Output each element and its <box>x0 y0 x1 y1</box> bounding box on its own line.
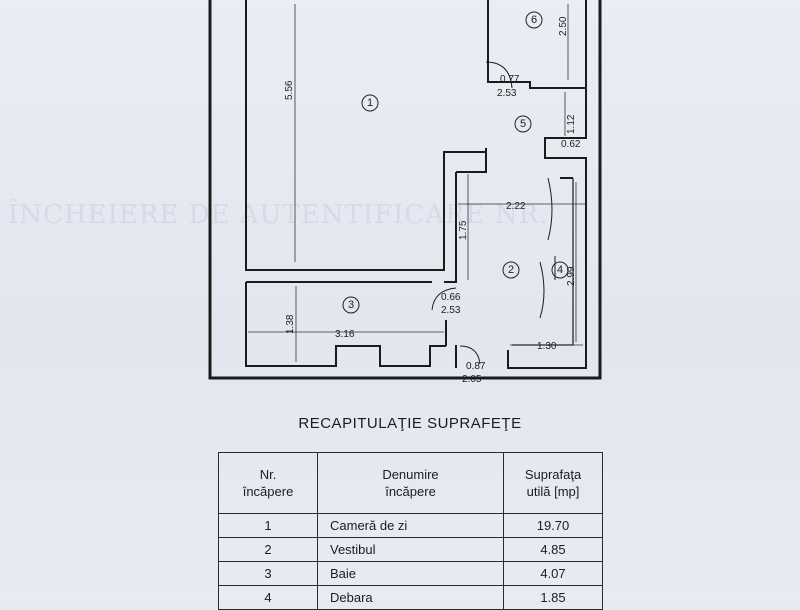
cell-nr: 3 <box>218 561 318 586</box>
header-area-line2: utilă [mp] <box>526 484 580 499</box>
faded-background-heading: ÎNCHEIERE DE AUTENTIFICARE NR. <box>8 200 549 230</box>
corridor-wall <box>444 172 457 283</box>
header-area: Suprafaţa utilă [mp] <box>503 452 603 514</box>
dim-label-entrance-height: 2.05 <box>462 374 482 385</box>
room4-outline <box>507 172 587 369</box>
room-circle-4 <box>551 261 569 279</box>
cell-name: Baie <box>317 561 504 586</box>
door-swing-entrance <box>459 345 481 365</box>
cell-nr: 1 <box>218 513 318 538</box>
corridor-wall-top <box>456 148 487 173</box>
room-number-1: 1 <box>367 97 373 109</box>
room5-right <box>544 88 587 172</box>
dim-label-room5-width: 0.62 <box>561 139 581 150</box>
table-header-row: Nr. încăpere Denumire încăpere Suprafaţa… <box>218 452 603 514</box>
dim-label-door5-width: 0.77 <box>500 74 520 85</box>
cell-name: Vestibul <box>317 537 504 562</box>
debara-door-arc <box>547 177 553 241</box>
outer-wall <box>208 0 602 380</box>
surface-recap-table: Nr. încăpere Denumire încăpere Suprafaţa… <box>218 452 603 610</box>
dim-label-room3-height: 1.38 <box>285 314 296 334</box>
floor-plan: 1 2 3 4 5 6 5.56 2.50 0.77 2.53 1.12 0.6… <box>208 0 602 385</box>
dim-label-room5-height: 1.12 <box>566 114 577 134</box>
table-row: 4 Debara 1.85 <box>218 585 603 610</box>
cell-name: Debara <box>317 585 504 610</box>
room6-wall <box>487 0 587 89</box>
table-row: 1 Cameră de zi 19.70 <box>218 513 603 538</box>
cell-area: 4.07 <box>503 561 603 586</box>
dim-label-room1-height: 5.56 <box>284 80 295 100</box>
dim-label-room3-width: 3.16 <box>335 329 355 340</box>
room-number-4: 4 <box>557 264 563 276</box>
room-circle-1 <box>361 94 379 112</box>
header-nr-line1: Nr. <box>259 467 277 482</box>
cell-area: 1.85 <box>503 585 603 610</box>
header-nr-line2: încăpere <box>242 484 294 499</box>
table-row: 2 Vestibul 4.85 <box>218 537 603 562</box>
dim-label-room4-width: 1.30 <box>537 341 557 352</box>
door-swing-3 <box>431 287 457 311</box>
room-number-3: 3 <box>348 299 354 311</box>
room-circle-6 <box>525 11 543 29</box>
header-name-line1: Denumire <box>382 467 439 482</box>
cell-name: Cameră de zi <box>317 513 504 538</box>
header-name-line2: încăpere <box>385 484 436 499</box>
room-number-6: 6 <box>531 14 537 26</box>
dim-label-entrance-width: 0.87 <box>466 361 486 372</box>
room3-wall <box>245 282 446 367</box>
cell-nr: 4 <box>218 585 318 610</box>
dim-label-room6-height: 2.50 <box>558 16 569 36</box>
debara-door-arc-2 <box>539 261 545 319</box>
dim-label-room2-height: 1.75 <box>458 220 469 240</box>
room-circle-5 <box>514 115 532 133</box>
table-row: 3 Baie 4.07 <box>218 561 603 586</box>
room-circle-3 <box>342 296 360 314</box>
door-swing-5 <box>485 61 513 89</box>
header-name: Denumire încăpere <box>317 452 504 514</box>
dim-label-door3-height: 2.53 <box>441 305 461 316</box>
cell-area: 19.70 <box>503 513 603 538</box>
room1-wall <box>245 0 486 271</box>
cell-area: 4.85 <box>503 537 603 562</box>
cell-nr: 2 <box>218 537 318 562</box>
dim-label-room4-height: 2.99 <box>566 266 577 286</box>
dim-label-door5-height: 2.53 <box>497 88 517 99</box>
room-number-5: 5 <box>520 118 526 130</box>
header-nr: Nr. încăpere <box>218 452 318 514</box>
dim-label-door3-width: 0.66 <box>441 292 461 303</box>
dim-label-room2-width: 2.22 <box>506 201 526 212</box>
recap-title: RECAPITULAŢIE SUPRAFEŢE <box>298 415 522 432</box>
header-area-line1: Suprafaţa <box>524 467 582 482</box>
room-circle-2 <box>502 261 520 279</box>
room-number-2: 2 <box>508 264 514 276</box>
